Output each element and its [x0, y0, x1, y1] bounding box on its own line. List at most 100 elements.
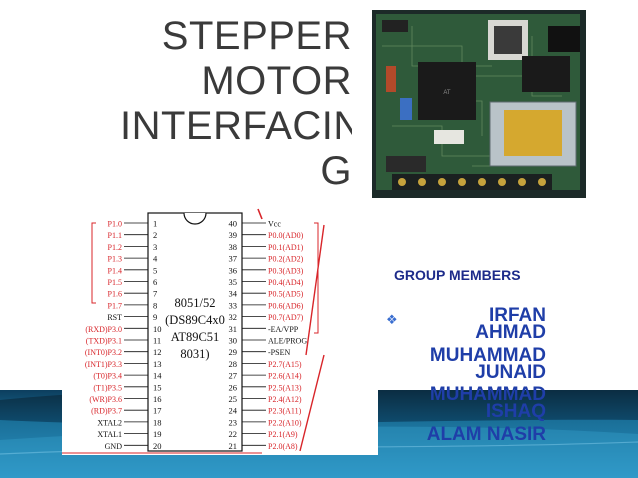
group-members-heading: GROUP MEMBERS [394, 267, 521, 283]
red-slash [305, 224, 325, 356]
pin-number: 10 [153, 324, 162, 334]
pin-number: 3 [153, 242, 157, 252]
pin-number: 34 [229, 289, 238, 299]
pin-label: P0.1(AD1) [268, 243, 304, 252]
pin-number: 2 [153, 230, 157, 240]
member-1-line-1: IRFAN [489, 305, 546, 326]
pin-number: 37 [229, 254, 238, 264]
pin-label: P1.6 [108, 290, 122, 299]
chip-name-line: AT89C51 [171, 330, 220, 344]
pin-label: (T0)P3.4 [93, 372, 122, 381]
pin-number: 35 [229, 277, 238, 287]
member-2-line-2: JUNAID [475, 362, 546, 383]
title-line-3: INTERFACIN [120, 104, 352, 148]
pin-label: (TXD)P3.1 [86, 337, 122, 346]
pin-label: P2.1(A9) [268, 430, 298, 439]
pin-number: 13 [153, 359, 162, 369]
chip-name-line: 8031) [180, 347, 209, 361]
pin-label: XTAL2 [97, 418, 122, 427]
pin-label: (RD)P3.7 [91, 407, 122, 416]
pin-label: -PSEN [268, 348, 290, 357]
pin-number: 20 [153, 441, 162, 451]
chip-name-line: 8051/52 [175, 296, 216, 310]
member-4: ALAM NASIR [400, 424, 546, 445]
member-2-line-1: MUHAMMAD [429, 345, 546, 366]
chip-notch [183, 212, 207, 225]
pin-label: Vcc [268, 220, 281, 229]
pin-label: P2.5(A13) [268, 383, 302, 392]
title-line-1: STEPPER [161, 14, 352, 58]
pin-label: P0.6(AD6) [268, 301, 304, 310]
member-3-line-1: MUHAMMAD [429, 384, 546, 405]
pin-number: 32 [229, 312, 238, 322]
pin-label: (RXD)P3.0 [85, 325, 122, 334]
title-line-4: G [320, 149, 352, 193]
pin-label: P0.2(AD2) [268, 255, 304, 264]
title-line-2: MOTOR [201, 59, 352, 103]
member-4-line-1: ALAM NASIR [426, 424, 546, 445]
pin-number: 23 [229, 417, 238, 427]
pin-label: P2.3(A11) [268, 407, 302, 416]
pin-label: P2.4(A12) [268, 395, 302, 404]
red-slash [299, 354, 325, 452]
pin-label: P0.4(AD4) [268, 278, 304, 287]
pin-number: 27 [229, 371, 238, 381]
pin-number: 25 [229, 394, 238, 404]
pin-label: ALE/PROG [268, 337, 307, 346]
pin-number: 4 [153, 254, 158, 264]
pin-label: P1.1 [108, 231, 122, 240]
pin-label: (INT1)P3.3 [85, 360, 122, 369]
pin-number: 5 [153, 265, 157, 275]
pin-number: 12 [153, 347, 162, 357]
port1-bracket [91, 222, 96, 304]
circuit-board-photo: AT [372, 10, 586, 198]
pin-number: 15 [153, 382, 162, 392]
member-3-line-2: ISHAQ [485, 401, 546, 422]
pin-number: 36 [229, 265, 238, 275]
pin-label: GND [105, 442, 123, 451]
port0-bracket [314, 222, 319, 334]
pin-number: 18 [153, 417, 162, 427]
pin-label: P1.5 [108, 278, 122, 287]
member-1-line-2: AHMAD [475, 322, 546, 343]
member-3: MUHAMMAD ISHAQ [400, 384, 546, 422]
pin-number: 7 [153, 289, 157, 299]
red-marker [257, 208, 263, 220]
pin-label: XTAL1 [97, 430, 122, 439]
pin-label: P0.7(AD7) [268, 313, 304, 322]
pin-label: RST [107, 313, 122, 322]
pin-number: 33 [229, 300, 238, 310]
member-1: IRFAN AHMAD [400, 305, 546, 343]
pin-number: 30 [229, 336, 238, 346]
pin-label: (INT0)P3.2 [85, 348, 122, 357]
pin-number: 21 [229, 441, 238, 451]
pin-number: 19 [153, 429, 162, 439]
pin-label: -EA/VPP [268, 325, 299, 334]
member-2: MUHAMMAD JUNAID [400, 345, 546, 383]
pin-label: P1.0 [108, 220, 122, 229]
pin-label: P1.4 [108, 266, 122, 275]
pin-number: 26 [229, 382, 238, 392]
pin-number: 8 [153, 300, 157, 310]
pin-number: 40 [229, 219, 238, 229]
pin-number: 11 [153, 336, 161, 346]
diamond-bullet-icon: ❖ [386, 312, 398, 327]
pin-label: P1.3 [108, 255, 122, 264]
pin-label: P2.2(A10) [268, 418, 302, 427]
pin-number: 39 [229, 230, 238, 240]
pin-label: (T1)P3.5 [93, 383, 122, 392]
pin-number: 14 [153, 371, 162, 381]
pin-label: P0.0(AD0) [268, 231, 304, 240]
pin-label: P0.5(AD5) [268, 290, 304, 299]
pin-number: 31 [229, 324, 238, 334]
pin-label: P0.3(AD3) [268, 266, 304, 275]
pin-number: 28 [229, 359, 238, 369]
pin-label: P1.7 [108, 301, 122, 310]
pin-number: 24 [229, 406, 238, 416]
pin-number: 9 [153, 312, 157, 322]
pin-label: P2.6(A14) [268, 372, 302, 381]
